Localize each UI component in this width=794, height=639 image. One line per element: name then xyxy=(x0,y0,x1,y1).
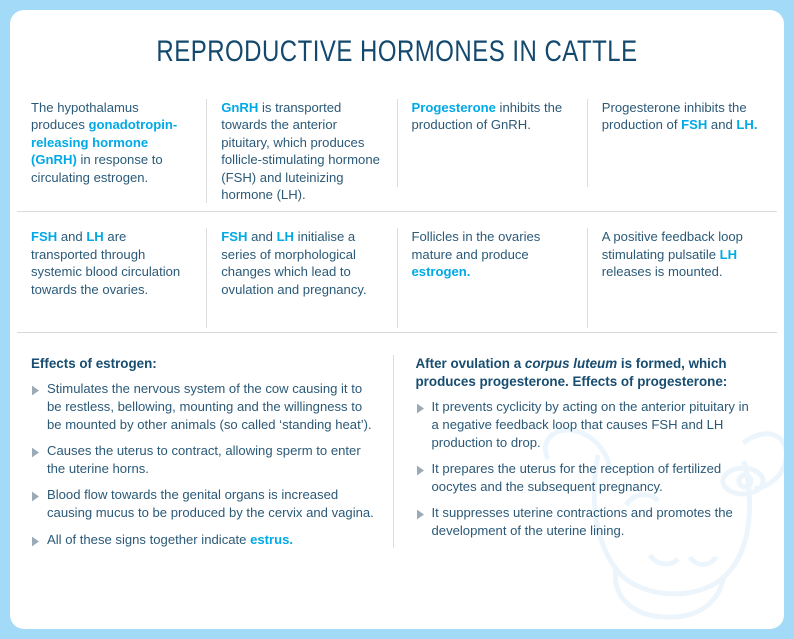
grid-row-1: The hypothalamus produces gonadotropin-r… xyxy=(17,99,777,204)
effects-section: Effects of estrogen: Stimulates the nerv… xyxy=(17,333,778,549)
triangle-bullet-icon xyxy=(416,507,425,520)
triangle-bullet-icon xyxy=(31,489,40,502)
list-item-text: It prevents cyclicity by acting on the a… xyxy=(432,399,749,449)
highlighted-term: estrogen. xyxy=(411,264,471,280)
triangle-bullet-icon xyxy=(416,401,425,414)
triangle-bullet-icon xyxy=(416,463,425,476)
hormone-flow-grid: The hypothalamus produces gonadotropin-r… xyxy=(17,69,777,329)
content-card: REPRODUCTIVE HORMONES IN CATTLE The hypo… xyxy=(10,10,784,629)
section-divider xyxy=(17,332,777,334)
text-run: and xyxy=(247,229,277,245)
text-run: After ovulation a xyxy=(415,356,525,372)
text-run: Effects of estrogen: xyxy=(31,356,157,372)
triangle-bullet-icon xyxy=(31,534,40,546)
highlighted-term: GnRH xyxy=(221,100,259,115)
text-run: The hypothalamus produces xyxy=(31,100,139,133)
text-run: is transported towards the anterior pitu… xyxy=(221,100,380,203)
list-item-text: Blood flow towards the genital organs is… xyxy=(47,487,374,520)
highlighted-term: LH. xyxy=(736,117,758,133)
text-run: Causes the uterus to contract, allowing … xyxy=(47,443,361,476)
list-item: It prepares the uterus for the reception… xyxy=(416,460,760,495)
panel-estrogen-bullet-list: Stimulates the nervous system of the cow… xyxy=(31,380,375,548)
text-run: are transported through systemic blood c… xyxy=(31,229,181,297)
highlighted-term: Progesterone xyxy=(411,100,496,115)
list-item-text: It suppresses uterine contractions and p… xyxy=(432,505,733,538)
text-run: It prevents cyclicity by acting on the a… xyxy=(431,399,749,450)
list-item-text: It prepares the uterus for the reception… xyxy=(432,461,722,494)
panel-progesterone-bullet-list: It prevents cyclicity by acting on the a… xyxy=(416,398,760,539)
panel-estrogen: Effects of estrogen: Stimulates the nerv… xyxy=(17,355,393,548)
list-item: It prevents cyclicity by acting on the a… xyxy=(416,398,760,451)
highlighted-term: estrus. xyxy=(250,531,294,547)
list-item: Blood flow towards the genital organs is… xyxy=(31,486,375,521)
text-run: Follicles in the ovaries mature and prod… xyxy=(411,229,541,262)
text-run: Stimulates the nervous system of the cow… xyxy=(47,381,372,432)
text-run: A positive feedback loop stimulating pul… xyxy=(601,229,743,262)
text-run: It suppresses uterine contractions and p… xyxy=(431,505,733,538)
list-item: All of these signs together indicate est… xyxy=(31,531,375,549)
text-run: It prepares the uterus for the reception… xyxy=(431,461,722,494)
grid-cell-progesterone-inhibits-gnrh: Progesterone inhibits the production of … xyxy=(396,99,587,187)
list-item-text: Stimulates the nervous system of the cow… xyxy=(47,381,372,431)
text-run: and xyxy=(57,229,87,245)
panel-estrogen-heading: Effects of estrogen: xyxy=(31,355,375,373)
text-run: Progesterone inhibits the production of xyxy=(601,100,747,133)
highlighted-term: gonadotropin-releasing hormone (GnRH) xyxy=(31,117,178,168)
page-title: REPRODUCTIVE HORMONES IN CATTLE xyxy=(156,35,638,68)
list-item: It suppresses uterine contractions and p… xyxy=(416,504,760,539)
grid-row-2: FSH and LH are transported through syste… xyxy=(17,211,777,329)
list-item: Stimulates the nervous system of the cow… xyxy=(31,380,375,433)
panel-progesterone-heading: After ovulation a corpus luteum is forme… xyxy=(416,355,760,391)
grid-cell-hypothalamus-gnrh: The hypothalamus produces gonadotropin-r… xyxy=(17,99,206,187)
highlighted-term: FSH xyxy=(681,117,708,133)
text-run: releases is mounted. xyxy=(601,264,723,280)
grid-cell-follicles-estrogen: Follicles in the ovaries mature and prod… xyxy=(396,228,587,329)
text-run: All of these signs together indicate xyxy=(47,531,251,547)
triangle-bullet-icon xyxy=(31,383,40,396)
grid-cell-progesterone-inhibits-fsh-lh: Progesterone inhibits the production of … xyxy=(586,99,777,187)
grid-cell-fsh-lh-transport: FSH and LH are transported through syste… xyxy=(17,228,206,328)
emphasized-term: corpus luteum xyxy=(524,356,618,372)
list-item-text: Causes the uterus to contract, allowing … xyxy=(47,443,361,476)
text-run: and xyxy=(707,117,737,133)
highlighted-term: LH xyxy=(276,229,295,245)
text-run: in response to circulating estrogen. xyxy=(31,152,163,185)
text-run: initialise a series of morphological cha… xyxy=(221,229,367,297)
highlighted-term: LH xyxy=(86,229,104,245)
list-item-text: All of these signs together indicate est… xyxy=(47,532,293,547)
text-run: Blood flow towards the genital organs is… xyxy=(47,487,374,520)
text-run: inhibits the production of GnRH. xyxy=(411,100,563,133)
grid-cell-positive-feedback-lh: A positive feedback loop stimulating pul… xyxy=(586,228,777,329)
grid-cell-gnrh-transport: GnRH is transported towards the anterior… xyxy=(206,99,396,204)
highlighted-term: LH xyxy=(719,246,738,262)
grid-cell-fsh-lh-morphological: FSH and LH initialise a series of morpho… xyxy=(206,228,396,329)
highlighted-term: FSH xyxy=(221,229,248,245)
panel-progesterone: After ovulation a corpus luteum is forme… xyxy=(392,355,778,549)
text-run: is formed, which produces progesterone. … xyxy=(415,356,728,390)
list-item: Causes the uterus to contract, allowing … xyxy=(31,442,375,477)
highlighted-term: FSH xyxy=(31,229,58,245)
triangle-bullet-icon xyxy=(31,445,40,458)
